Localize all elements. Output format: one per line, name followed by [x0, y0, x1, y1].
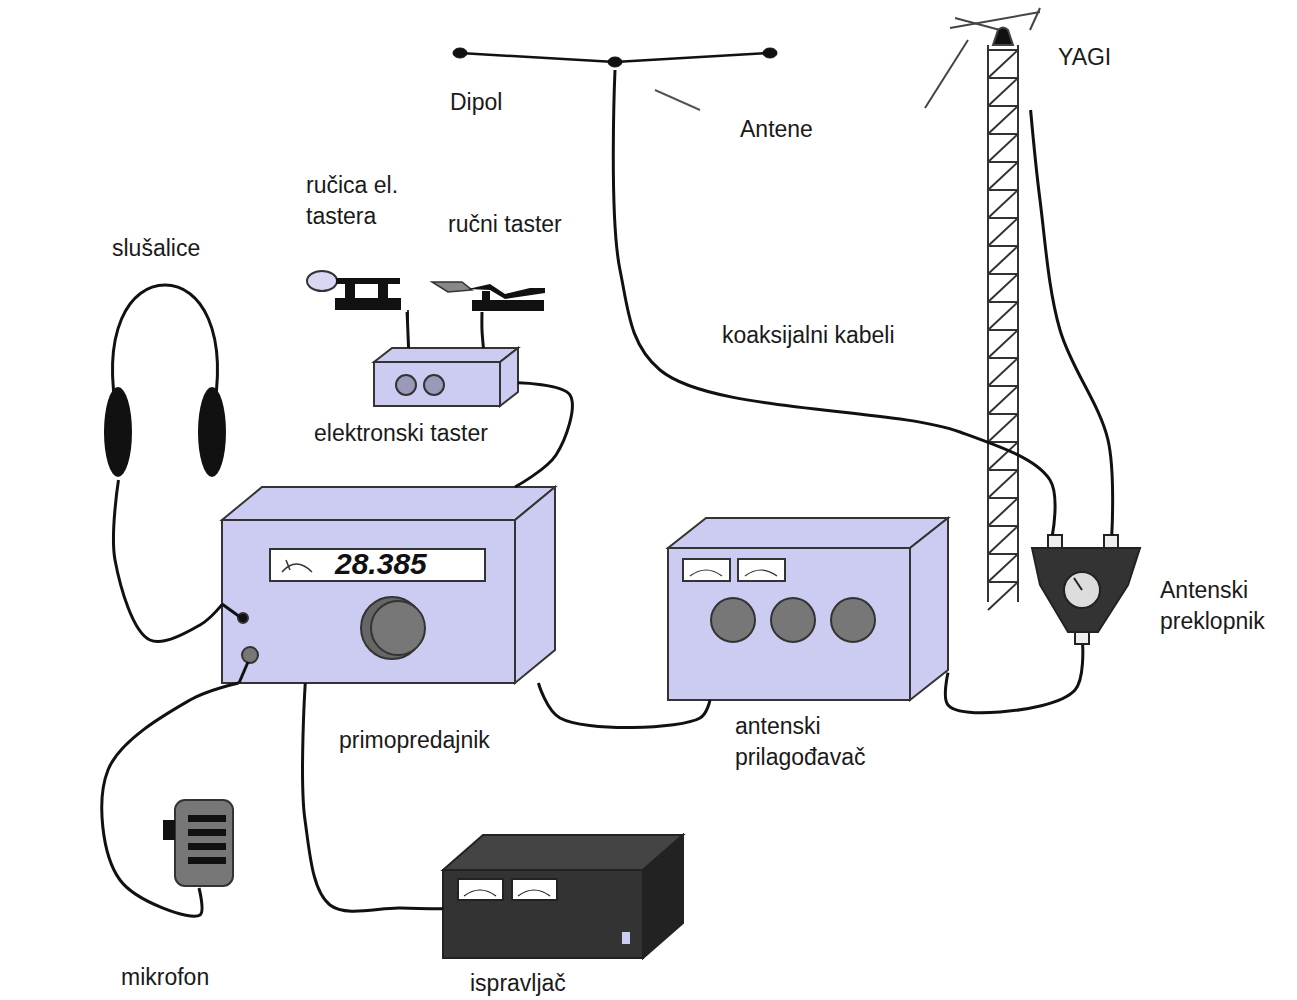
- device-label: ispravljač: [470, 968, 566, 999]
- device-label: YAGI: [1058, 42, 1111, 73]
- yagi-antenna: [925, 8, 1040, 108]
- coax-cable: [1031, 110, 1113, 535]
- cable-label: koaksijalni kabeli: [722, 320, 895, 351]
- coax-cable: [945, 645, 1082, 713]
- coax-cable: [407, 312, 408, 348]
- headphones: slušalice: [100, 285, 232, 480]
- frequency-display: 28.385: [335, 549, 427, 579]
- coax-cable: [102, 683, 239, 916]
- leader-line: [655, 90, 700, 110]
- antenna-switch: Antenski preklopnik: [1030, 535, 1142, 645]
- hand-key: ručni taster: [428, 262, 548, 312]
- coax-cable: [613, 70, 1055, 535]
- device-label: primopredajnik: [339, 725, 490, 756]
- keyer-box: [374, 348, 518, 406]
- group-label: Antene: [740, 114, 813, 145]
- coax-cable: [482, 312, 484, 348]
- rectifier-box: ispravljač: [443, 835, 683, 958]
- device-label: mikrofon: [121, 962, 209, 993]
- device-label: slušalice: [112, 233, 200, 264]
- hand-key: [432, 282, 545, 311]
- coax-cable: [515, 383, 572, 487]
- coax-cable: [113, 480, 222, 642]
- tuner-box: antenski prilagođavač: [668, 518, 948, 700]
- dipole-antenna: Dipol: [455, 45, 775, 70]
- yagi-antenna: YAGI: [925, 5, 1045, 110]
- paddle: ručica el. tastera: [300, 262, 402, 312]
- transceiver-box: 28.385primopredajnik: [222, 487, 555, 683]
- coax-cable: [303, 683, 443, 911]
- device-label: ručica el. tastera: [306, 170, 456, 232]
- microphone: [163, 800, 233, 886]
- device-label: Antenski preklopnik: [1160, 575, 1290, 637]
- paddle: [307, 271, 401, 310]
- microphone: mikrofon: [163, 800, 235, 888]
- device-label: ručni taster: [448, 209, 562, 240]
- jack-plug: [239, 662, 248, 683]
- rectifier-box: [443, 835, 683, 958]
- lattice-tower: [988, 45, 1018, 610]
- headphones: [104, 285, 226, 477]
- keyer-box: elektronski taster: [374, 348, 518, 406]
- tuner-box: [668, 518, 948, 700]
- transceiver-box: [222, 487, 555, 683]
- jack-plug: [222, 604, 240, 617]
- device-label: antenski prilagođavač: [735, 711, 895, 773]
- device-label: Dipol: [450, 87, 502, 118]
- coax-cable: [538, 683, 710, 727]
- antenna-switch: [1032, 535, 1140, 644]
- key-wire: [407, 310, 409, 348]
- device-label: elektronski taster: [314, 418, 488, 449]
- dipole-antenna: [453, 48, 777, 67]
